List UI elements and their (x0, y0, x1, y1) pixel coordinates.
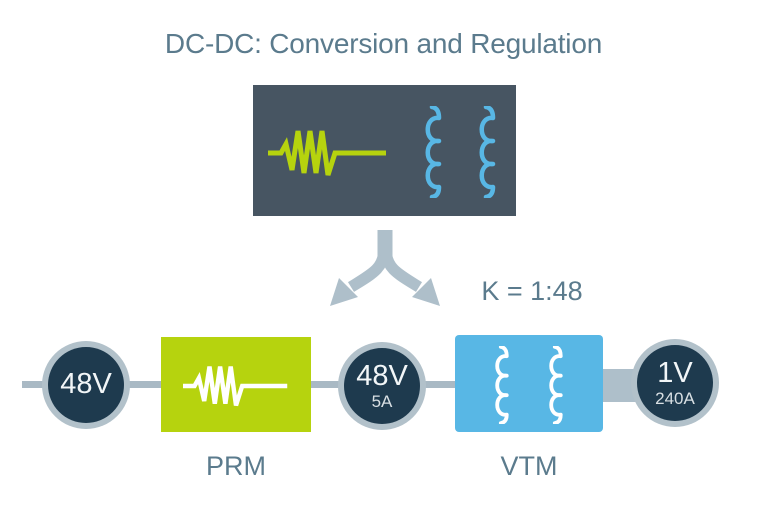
transformer-coil-icon (479, 106, 496, 198)
regulation-waveform-icon (183, 366, 288, 407)
transformer-coil-icon (495, 346, 509, 424)
output-current: 240A (655, 388, 695, 408)
transformer-coil-icon (549, 346, 563, 424)
intermediate-current: 5A (371, 391, 393, 411)
source-panel (253, 85, 516, 216)
output-voltage: 1V (657, 357, 693, 390)
input-node: 48V (42, 341, 130, 429)
vtm-module (455, 335, 603, 432)
page-title: DC-DC: Conversion and Regulation (164, 28, 603, 59)
transformer-coil-icon (425, 106, 442, 198)
bus-line (22, 381, 642, 388)
regulation-waveform-icon (268, 130, 386, 176)
output-node-face: 1V 240A (637, 345, 713, 421)
transformation-ratio-label: K = 1:48 (481, 276, 583, 306)
intermediate-voltage: 48V (356, 360, 408, 393)
vtm-label: VTM (500, 451, 558, 481)
prm-module (161, 337, 311, 432)
input-node-face: 48V (48, 347, 124, 423)
prm-label: PRM (206, 451, 266, 481)
output-node: 1V 240A (631, 339, 719, 427)
intermediate-node-face: 48V 5A (344, 348, 420, 424)
split-arrow-icon (330, 230, 440, 306)
input-voltage: 48V (60, 368, 112, 401)
intermediate-node: 48V 5A (338, 342, 426, 430)
